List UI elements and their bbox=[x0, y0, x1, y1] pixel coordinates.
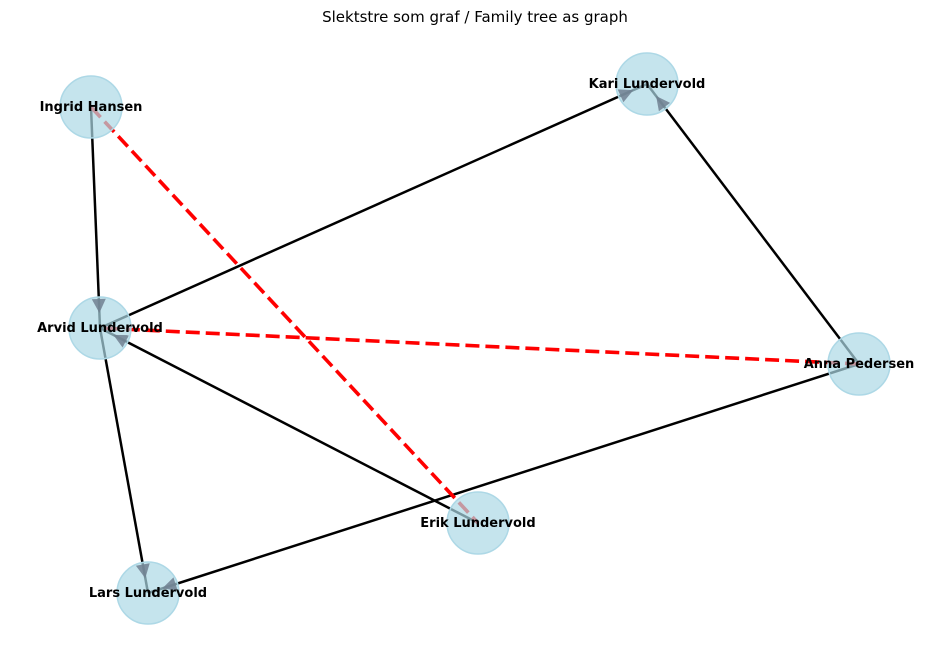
parent-edge bbox=[99, 326, 479, 525]
parent-edge bbox=[98, 327, 150, 594]
arrowhead bbox=[162, 577, 178, 591]
parent-edge bbox=[147, 362, 860, 595]
edges-layer bbox=[89, 82, 860, 595]
arrowhead bbox=[91, 298, 106, 313]
spouse-edge bbox=[89, 105, 480, 525]
graph-title: Slektstre som graf / Family tree as grap… bbox=[322, 8, 628, 26]
node-label-erik: Erik Lundervold bbox=[420, 516, 535, 531]
node-label-ingrid: Ingrid Hansen bbox=[40, 100, 143, 115]
node-lars bbox=[116, 561, 180, 625]
node-label-anna: Anna Pedersen bbox=[804, 357, 915, 372]
spouse-edge bbox=[99, 326, 860, 366]
arrowhead bbox=[656, 96, 671, 112]
node-ingrid bbox=[59, 75, 123, 139]
parent-edge bbox=[99, 82, 648, 330]
nodes-layer bbox=[59, 52, 891, 625]
node-label-lars: Lars Lundervold bbox=[89, 586, 207, 601]
node-arvid bbox=[68, 296, 132, 360]
node-label-kari: Kari Lundervold bbox=[589, 77, 706, 92]
arrowhead bbox=[135, 563, 150, 579]
arrowhead bbox=[113, 334, 129, 348]
parent-edge bbox=[646, 83, 860, 365]
arrowhead bbox=[617, 89, 634, 103]
node-erik bbox=[446, 491, 510, 555]
node-label-arvid: Arvid Lundervold bbox=[37, 321, 163, 336]
node-anna bbox=[827, 332, 891, 396]
arrows-layer bbox=[91, 89, 671, 591]
parent-edge bbox=[89, 106, 102, 329]
